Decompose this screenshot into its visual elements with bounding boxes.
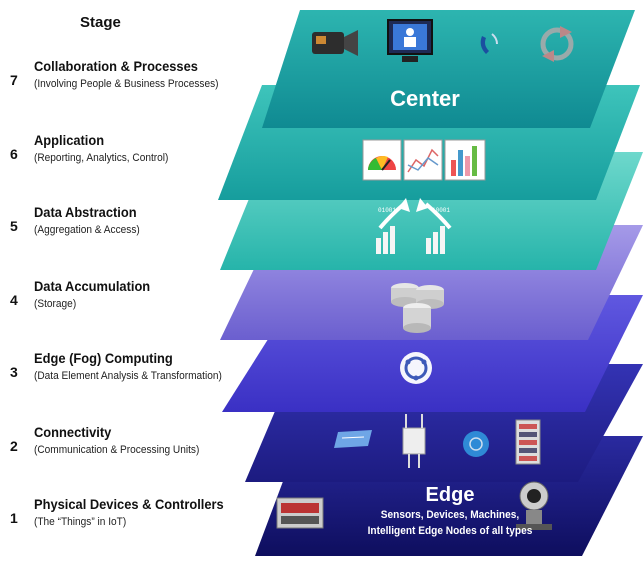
stage-subtitle: (The “Things” in IoT) (34, 516, 127, 528)
stage-subtitle: (Storage) (34, 298, 77, 310)
database-icon (391, 283, 444, 333)
binary-arrow-icon: 10001 (416, 198, 452, 254)
stage-title: Edge (Fog) Computing (34, 350, 173, 366)
stage-subtitle: (Involving People & Business Processes) (34, 78, 219, 90)
switch-icon (334, 430, 372, 448)
controller-icon (276, 497, 324, 529)
stage-title: Data Accumulation (34, 278, 151, 294)
line-chart-icon (403, 139, 443, 181)
router-icon (463, 431, 489, 457)
sync-icon (540, 26, 574, 62)
stage-number: 4 (10, 292, 18, 308)
gauge-chart-icon (362, 139, 402, 181)
video-camera-icon (312, 30, 358, 56)
stage-title: Data Abstraction (34, 204, 137, 220)
server-rack-icon (515, 419, 541, 465)
svg-text:10001: 10001 (432, 207, 450, 214)
edge-label: Edge (425, 484, 475, 506)
access-point-icon (402, 414, 426, 468)
edge-description-line-1: Sensors, Devices, Machines, (380, 509, 520, 521)
stage-header: Stage (80, 14, 121, 31)
stage-number: 6 (10, 146, 18, 162)
edge-label-group: Edge Sensors, Devices, Machines, Intelli… (340, 484, 560, 539)
stage-title: Connectivity (34, 424, 112, 440)
camera-icon (516, 481, 552, 530)
stage-subtitle: (Communication & Processing Units) (34, 444, 200, 456)
stage-title: Physical Devices & Controllers (34, 496, 224, 512)
svg-text:01001: 01001 (378, 207, 396, 214)
stage-number: 5 (10, 218, 18, 234)
stage-subtitle: (Aggregation & Access) (34, 224, 140, 236)
stage-number: 2 (10, 438, 18, 454)
stage-number: 7 (10, 72, 18, 88)
stage-title: Collaboration & Processes (34, 58, 198, 74)
monitor-icon (387, 19, 433, 62)
phone-icon (480, 33, 498, 54)
stage-subtitle: (Data Element Analysis & Transformation) (34, 370, 222, 382)
stage-title: Application (34, 132, 105, 148)
stage-number: 3 (10, 364, 18, 380)
stage-number: 1 (10, 510, 18, 526)
binary-arrow-icon: 01001 (376, 198, 410, 254)
edge-description-line-2: Intelligent Edge Nodes of all types (367, 525, 533, 537)
stage-subtitle: (Reporting, Analytics, Control) (34, 152, 169, 164)
center-label: Center (390, 86, 460, 111)
cycle-icon (400, 352, 432, 384)
bar-chart-icon (444, 139, 486, 181)
